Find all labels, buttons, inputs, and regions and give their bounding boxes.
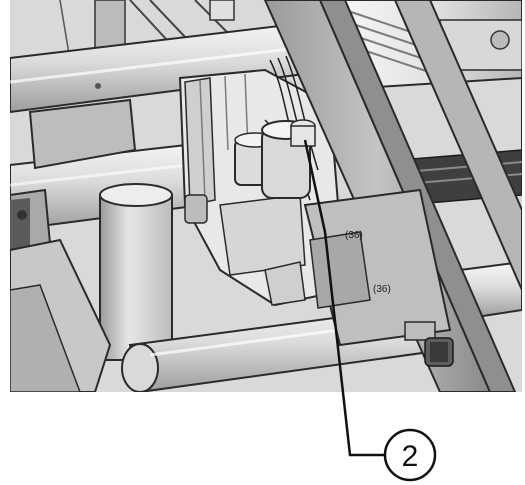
callout-leader-line xyxy=(303,139,385,457)
callout-2: 2 xyxy=(303,139,437,482)
mounting-plate: (36) (36) xyxy=(303,188,454,367)
vertical-post xyxy=(99,183,173,361)
callout-circle xyxy=(383,428,437,482)
lower-left-frame xyxy=(10,238,112,392)
callout-number: 2 xyxy=(402,440,419,473)
shaft-pin xyxy=(261,119,316,199)
assembly-view: (36) (36) xyxy=(10,0,522,392)
left-bracket xyxy=(10,98,137,277)
stamp-lower: (36) xyxy=(373,284,391,295)
stamp-upper: (36) xyxy=(345,230,363,241)
